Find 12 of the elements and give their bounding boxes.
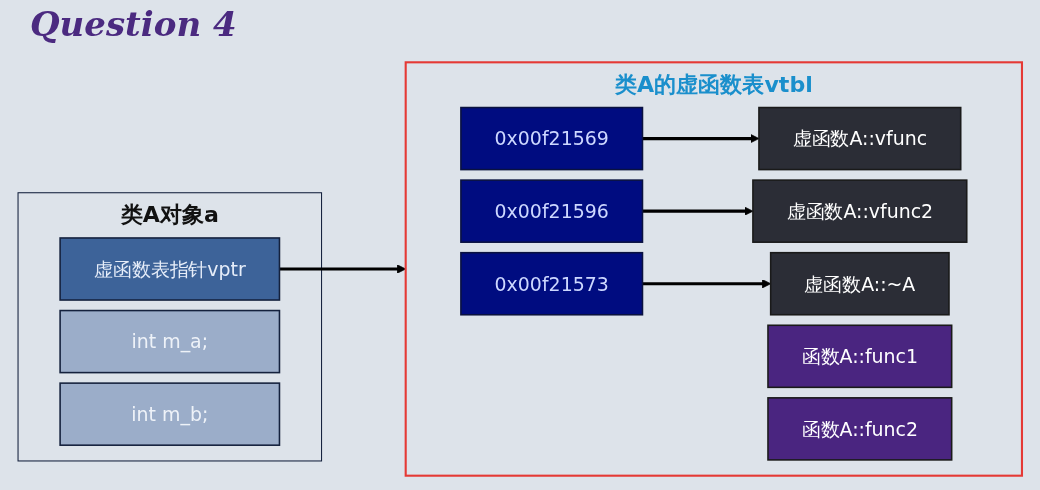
memory-cell: 虚函数表指针vptr: [59, 237, 281, 301]
memory-cell: int m_a;: [59, 309, 281, 374]
function-box: 虚函数A::~A: [769, 251, 950, 316]
memory-cell: int m_b;: [59, 382, 281, 446]
function-box: 虚函数A::vfunc2: [752, 179, 968, 243]
function-box: 虚函数A::vfunc: [758, 106, 962, 171]
title: Question 4: [30, 4, 237, 44]
address-cell: 0x00f21596: [460, 179, 644, 243]
address-cell: 0x00f21573: [460, 251, 644, 316]
address-cell: 0x00f21569: [460, 106, 644, 171]
function-box: 函数A::func2: [767, 397, 953, 461]
function-box: 函数A::func1: [767, 324, 953, 389]
